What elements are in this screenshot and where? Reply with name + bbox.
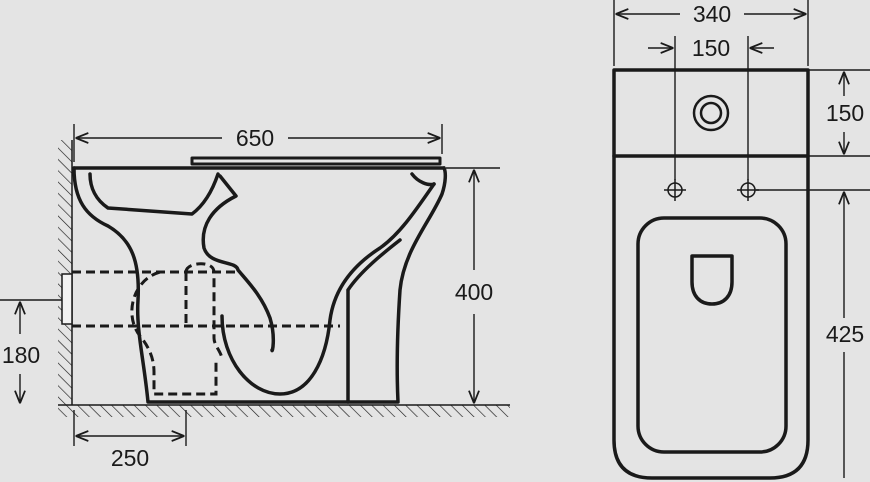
bowl-bottom [220,182,436,396]
floor [58,404,510,417]
bowl-inner-rim-back [410,172,436,187]
fixing-hole-right [737,179,759,201]
dim-height-label: 400 [455,279,493,305]
dim-bowl-length: 425 [756,189,870,478]
bowl-outline [612,154,810,480]
fixing-hole-left [664,179,686,201]
dim-length: 650 [73,124,443,162]
dim-outlet-height: 180 [0,299,62,402]
dim-outlet-offset-label: 250 [111,445,149,471]
outlet-flange [61,273,73,325]
outlet-pipe-dashed [72,262,340,396]
dim-bowl-length-label: 425 [826,321,864,347]
dim-outlet-height-label: 180 [2,342,40,368]
seat-outline [636,216,788,454]
dim-tank-depth: 150 [808,69,870,157]
bowl-inner-rim [88,172,220,216]
dim-width-label: 340 [693,1,731,27]
dim-hole-spacing: 150 [648,35,774,180]
dim-height: 400 [446,167,500,402]
dim-outlet-offset: 250 [73,410,187,471]
toilet-body-outline [72,166,448,404]
cistern [612,68,810,158]
top-view: 340 150 150 425 [612,0,870,480]
seat-lid [190,156,442,166]
wall [58,140,73,405]
side-view: 650 400 180 250 [0,124,510,471]
dim-width: 340 [613,0,809,66]
bowl-opening [690,254,734,306]
base-back [346,238,402,404]
dim-hole-spacing-label: 150 [692,35,730,61]
flush-button [692,94,730,132]
dim-length-label: 650 [236,125,274,151]
dim-tank-depth-label: 150 [826,100,864,126]
bowl-interior [201,174,276,353]
